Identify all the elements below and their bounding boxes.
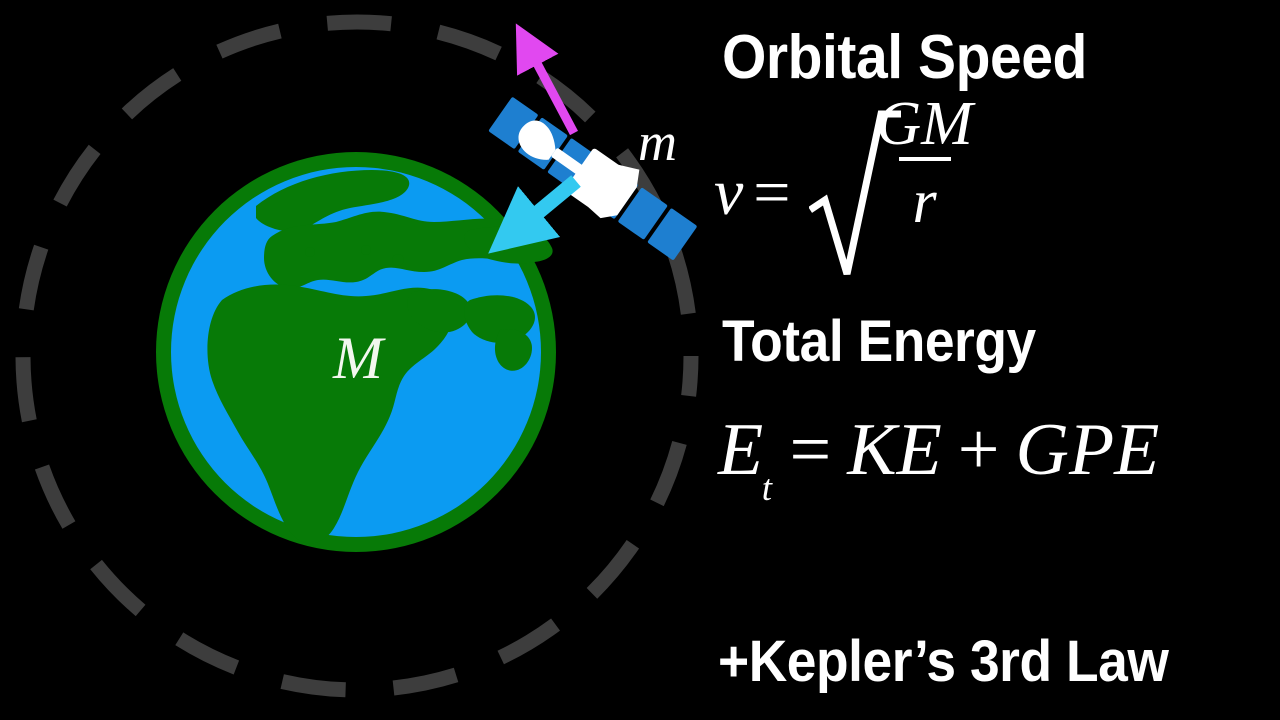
- satellite-body: [518, 120, 640, 219]
- orbit-path: [15, 14, 699, 698]
- satellite: [488, 97, 697, 260]
- formula-orbital-speed: v = GM r: [714, 93, 973, 282]
- energy-equals-sign: =: [789, 409, 832, 491]
- fraction-denominator: r: [912, 167, 937, 236]
- earth-mass-label: M: [332, 325, 386, 391]
- formula-panel: Orbital Speed v = GM r Total Energy Et =…: [700, 0, 1280, 720]
- energy-subscript: t: [761, 468, 773, 510]
- earth-landmasses: [207, 170, 553, 544]
- kinetic-energy-term: KE: [847, 409, 942, 491]
- formula-total-energy: Et = KE + GPE: [718, 408, 1160, 509]
- fraction-gm-over-r: GM r: [876, 93, 972, 236]
- gravitational-potential-energy-term: GPE: [1015, 409, 1160, 491]
- square-root-group: GM r: [801, 93, 973, 282]
- radical-sign-icon: [808, 110, 901, 275]
- velocity-arrow: [515, 23, 578, 136]
- kepler-third-law-note: +Kepler’s 3rd Law: [718, 629, 1169, 694]
- satellite-mass-label: m: [638, 112, 677, 172]
- energy-symbol: E: [718, 409, 764, 491]
- heading-orbital-speed: Orbital Speed: [722, 23, 1087, 92]
- formula-equals-sign: =: [753, 156, 791, 229]
- plus-sign: +: [957, 409, 1000, 491]
- heading-total-energy: Total Energy: [722, 309, 1036, 374]
- gravity-arrow: [488, 175, 581, 254]
- fraction-numerator: GM: [876, 89, 973, 158]
- orbital-diagram: M: [15, 14, 699, 698]
- formula-variable-e: Et: [718, 408, 773, 509]
- formula-variable-v: v: [714, 156, 744, 229]
